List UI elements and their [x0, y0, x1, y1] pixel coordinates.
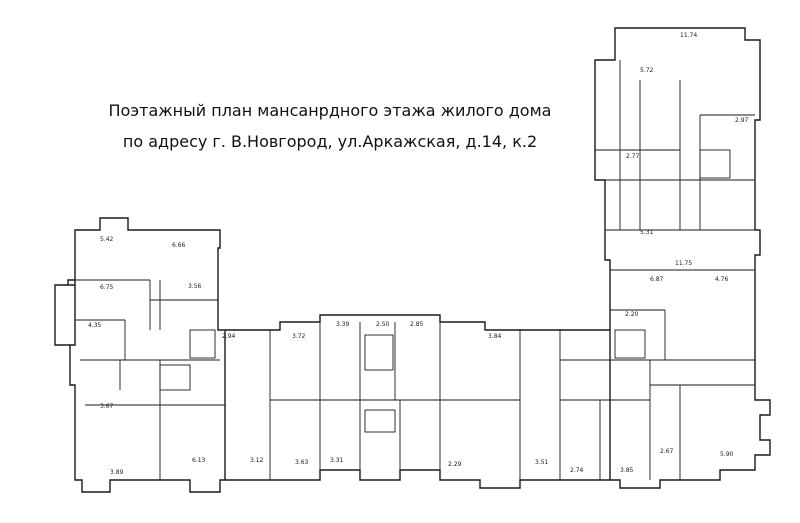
- dimension-label: 3.51: [535, 459, 549, 466]
- dimension-label: 5.42: [100, 236, 114, 243]
- plan-title-line-1: Поэтажный план мансанрдного этажа жилого…: [108, 101, 552, 120]
- dimension-label: 3.12: [250, 457, 264, 464]
- dimension-label: 3.39: [336, 321, 350, 328]
- dimension-label: 3.63: [295, 459, 309, 466]
- dimension-label: 3.85: [620, 467, 634, 474]
- stair-block: [614, 329, 646, 359]
- dimension-label: 3.67: [100, 403, 114, 410]
- dimension-label: 4.35: [88, 322, 102, 329]
- dimension-label: 3.56: [188, 283, 202, 290]
- dimension-label: 2.97: [735, 117, 749, 124]
- dimension-label: 5.90: [720, 451, 734, 458]
- dimension-label: 3.84: [488, 333, 502, 340]
- dimension-label: 2.74: [570, 467, 584, 474]
- dimension-label: 6.75: [100, 284, 114, 291]
- stair-block: [364, 409, 396, 433]
- stair-block: [189, 329, 216, 359]
- left-wing-bay-window: [54, 284, 70, 346]
- middle-section-outer-wall: [225, 314, 611, 489]
- dimension-label: 5.72: [640, 67, 654, 74]
- stair-block: [364, 334, 394, 371]
- dimension-label: 2.50: [376, 321, 390, 328]
- plan-title-line-2: по адресу г. В.Новгород, ул.Аркажская, д…: [122, 132, 538, 151]
- dimension-label: 2.67: [660, 448, 674, 455]
- dimension-label: 3.72: [292, 333, 306, 340]
- dimension-label: 2.94: [222, 333, 236, 340]
- dimension-label: 3.89: [110, 469, 124, 476]
- dimension-label: 6.13: [192, 457, 206, 464]
- dimension-label: 5.31: [640, 229, 654, 236]
- dimension-label: 3.31: [330, 457, 344, 464]
- dimension-label: 4.76: [715, 276, 729, 283]
- stair-block: [159, 364, 191, 391]
- dimension-label: 2.85: [410, 321, 424, 328]
- dimension-label: 11.75: [675, 260, 692, 267]
- left-wing-outer-wall: [67, 217, 226, 493]
- dimension-label: 6.87: [650, 276, 664, 283]
- dimension-label: 2.29: [448, 461, 462, 468]
- stair-block: [699, 149, 731, 179]
- dimension-label: 2.77: [626, 153, 640, 160]
- dimension-label: 2.20: [625, 311, 639, 318]
- dimension-label: 6.66: [172, 242, 186, 249]
- dimension-label: 11.74: [680, 32, 697, 39]
- right-wing-outer-wall: [594, 27, 771, 489]
